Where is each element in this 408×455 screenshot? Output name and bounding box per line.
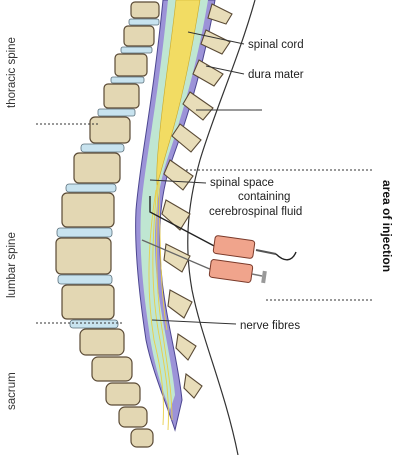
containing-label: containing <box>238 191 290 203</box>
nerve-fibres-leader <box>151 319 237 325</box>
spinal-cord-label: spinal cord <box>248 39 304 51</box>
spinal-space-leader <box>149 179 207 184</box>
spinal-cord-leader <box>187 31 245 45</box>
spinal-cord <box>156 0 201 186</box>
spinal-space-label: spinal space <box>210 177 274 189</box>
spinous-processes <box>161 3 233 399</box>
lower-needle-syringe <box>141 239 267 284</box>
area-of-injection-label: area of injection <box>380 180 394 272</box>
dura-mater-leader <box>205 65 245 75</box>
thoracic-spine-label: thoracic spine <box>6 37 18 108</box>
sacrum-label: sacrum <box>6 372 18 410</box>
back-outline <box>187 0 256 455</box>
csf-space <box>140 0 208 410</box>
cerebrospinal-fluid-label: cerebrospinal fluid <box>209 206 302 218</box>
upper-needle-syringe <box>149 196 297 261</box>
nerve-fibres <box>148 179 173 431</box>
nerve-fibres-label: nerve fibres <box>240 320 300 332</box>
lumbar-spine-label: lumbar spine <box>6 232 18 298</box>
vertebral-bodies <box>55 1 160 448</box>
dura-mater-label: dura mater <box>248 69 304 81</box>
